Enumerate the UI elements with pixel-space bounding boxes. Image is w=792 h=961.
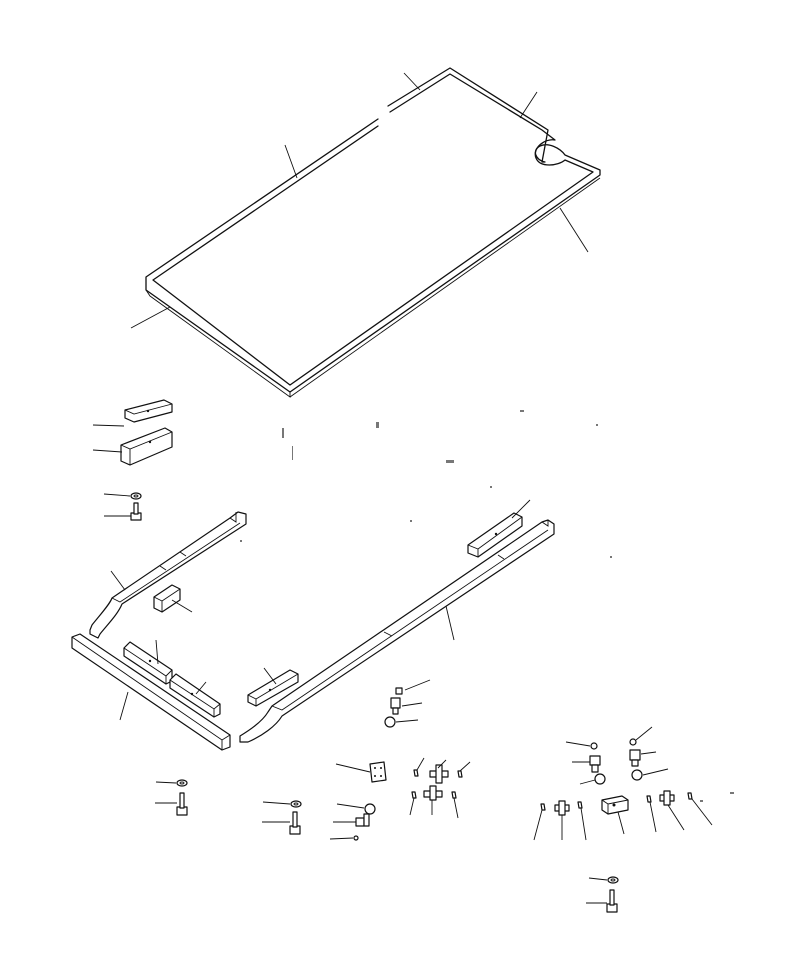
- bolt-center: [289, 811, 301, 835]
- bolt-bottom-left: [176, 792, 188, 816]
- bracket-plate: [369, 761, 387, 783]
- pad-lower: [120, 427, 173, 466]
- fitting-row-right: [533, 790, 713, 841]
- fitting-group-lower-left: [329, 803, 376, 841]
- pad-mid-left: [153, 584, 181, 613]
- washer-left-top: [130, 492, 142, 500]
- fitting-group-center: [384, 679, 431, 728]
- bolt-bottom-right: [606, 889, 618, 913]
- washer-bottom-right: [607, 876, 619, 884]
- pad-right-top: [467, 512, 523, 558]
- tee-fitting-2: [423, 785, 443, 801]
- washer-bottom-left: [176, 779, 188, 787]
- fitting-group-right: [565, 726, 669, 785]
- frame-leaders: [130, 72, 589, 329]
- plug-pieces: [411, 769, 463, 799]
- pad-upper: [124, 399, 173, 423]
- tee-fitting-1: [429, 764, 449, 784]
- washer-center: [290, 800, 302, 808]
- scan-specks: [240, 410, 734, 802]
- front-bar: [71, 633, 231, 751]
- pad-right-bottom: [247, 669, 299, 707]
- rail-right: [239, 519, 555, 743]
- bolt-left-top: [130, 502, 142, 521]
- frame-seal: [145, 67, 601, 398]
- rail-left: [89, 511, 247, 639]
- pad-bar-2: [169, 673, 221, 718]
